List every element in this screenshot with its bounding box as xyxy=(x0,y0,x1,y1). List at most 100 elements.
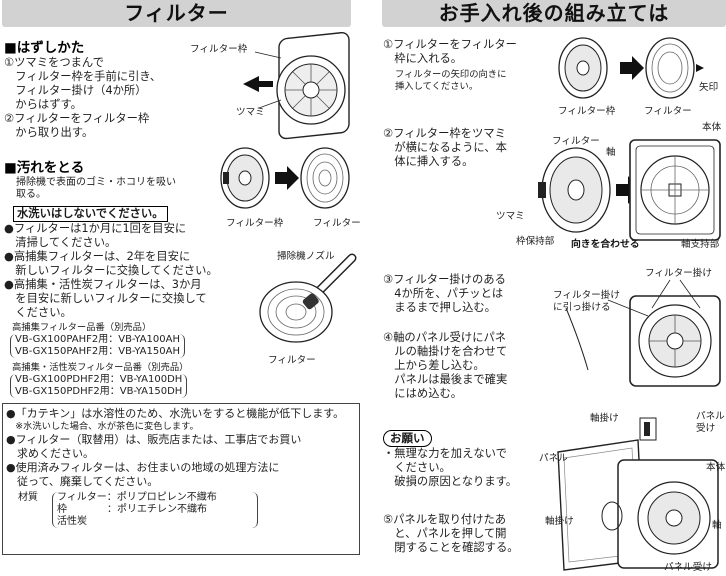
label-filter-hook: フィルター掛け xyxy=(645,268,712,279)
label-panel: パネル xyxy=(539,453,568,464)
step-line: 4か所を、パチッとは xyxy=(383,287,504,300)
dirt-text: 掃除機で表面のゴミ・ホコリを吸い 取る。 xyxy=(16,177,176,201)
panel-attach-illustration xyxy=(557,417,719,571)
label-line: に引っ掛ける xyxy=(553,302,611,313)
step2: ②フィルター枠をツマミ が横になるように、本 体に挿入する。 xyxy=(383,127,507,169)
materials: フィルター：ポリプロピレン不織布 枠 ：ポリエチレン不織布 活性炭 xyxy=(52,492,258,528)
bullet-line: ●高捕集フィルターは、2年を目安に xyxy=(4,250,191,263)
note-line: ※水洗いした場合、水が茶色に変色します。 xyxy=(6,421,199,432)
step-line: が横になるように、本 xyxy=(383,141,507,154)
step-line: ②フィルター枠をツマミ xyxy=(383,127,506,140)
label-knob: ツマミ xyxy=(236,107,265,118)
label-knob-r: ツマミ xyxy=(496,211,525,222)
care-bullets: ●フィルターは1か月に1回を目安に 清掃してください。 ●高捕集フィルターは、2… xyxy=(4,222,218,320)
material-line: フィルター：ポリプロピレン不織布 xyxy=(57,492,217,503)
part-number: VB-GX100PDHF2用：VB-YA100DH xyxy=(15,374,183,385)
label-axis-support: 軸支持部 xyxy=(681,239,720,250)
step-line: 枠に入れる。 xyxy=(383,52,463,65)
label-filter-frame: フィルター枠 xyxy=(190,44,248,55)
label-line: フィルター掛け xyxy=(553,290,620,301)
step-line: ④軸のパネル受けにパネ xyxy=(383,331,507,344)
bullet-line: 清掃してください。 xyxy=(4,236,117,249)
left-title-banner: フィルター xyxy=(2,0,351,27)
request-line: ください。 xyxy=(383,461,451,474)
material-line: 活性炭 xyxy=(57,516,87,527)
step-line: にはめ込む。 xyxy=(383,387,463,400)
remove-heading: ■はずしかた xyxy=(4,40,85,56)
step3: ③フィルター掛けのある 4か所を、パチッとは まるまで押し込む。 xyxy=(383,273,506,315)
label-filter-frame-r: フィルター枠 xyxy=(558,106,616,117)
filter-removal-illustration xyxy=(243,32,350,140)
remove-step-line: ①ツマミをつまんで xyxy=(4,56,104,69)
note-line: ●使用済みフィルターは、お住まいの地域の処理方法に xyxy=(6,461,280,474)
step4: ④軸のパネル受けにパネ ルの軸掛けを合わせて 上から差し込む。 パネルは最後まで… xyxy=(383,331,507,401)
remove-step-line: からはずす。 xyxy=(4,98,82,111)
part-number: VB-GX150PDHF2用：VB-YA150DH xyxy=(15,386,183,397)
material-line: 枠 ：ポリエチレン不織布 xyxy=(57,504,207,515)
parts-a-title: 高捕集フィルター品番（別売品） xyxy=(12,322,152,333)
label-line: 受け xyxy=(696,423,716,434)
remove-step-line: ②フィルターをフィルター枠 xyxy=(4,112,150,125)
label-line: パネル xyxy=(696,411,725,422)
parts-a-list: VB-GX100PAHF2用：VB-YA100AH VB-GX150PAHF2用… xyxy=(10,334,185,358)
bullet-line: ●高捕集・活性炭フィルターは、3か月 xyxy=(4,278,202,291)
remove-step-line: から取り出す。 xyxy=(4,126,94,139)
step-line: ⑤パネルを取り付けたあ xyxy=(383,513,507,526)
note-line: ●フィルター（取替用）は、販売店または、工事店でお買い xyxy=(6,433,302,446)
step5: ⑤パネルを取り付けたあ と、パネルを押して開 閉することを確認する。 xyxy=(383,513,519,555)
notes: ●「カテキン」は水溶性のため、水洗いをすると機能が低下します。 ※水洗いした場合… xyxy=(6,407,344,489)
label-filter-2: フィルター xyxy=(313,218,361,229)
bullet-line: ●フィルターは1か月に1回を目安に xyxy=(4,222,187,235)
label-axis-hook-2: 軸掛け xyxy=(545,516,574,527)
remove-step-line: フィルター掛け（4か所） xyxy=(4,84,147,97)
note-line: 求めください。 xyxy=(6,447,94,460)
right-title: お手入れ後の組み立ては xyxy=(438,1,670,25)
request-line: ・無理な力を加えないで xyxy=(383,447,507,460)
vacuum-cleaning-illustration xyxy=(259,253,357,343)
step-line: ③フィルター掛けのある xyxy=(383,273,506,286)
step-note-line: フィルターの矢印の向きに xyxy=(395,69,507,80)
label-axis-hook-1: 軸掛け xyxy=(590,413,619,424)
right-title-banner: お手入れ後の組み立ては xyxy=(382,0,726,27)
part-number: VB-GX150PAHF2用：VB-YA150AH xyxy=(15,346,180,357)
frame-insert-illustration xyxy=(538,139,721,241)
label-align: 向きを合わせる xyxy=(571,239,640,250)
bullet-line: を目安に新しいフィルターに交換して xyxy=(4,292,207,305)
left-title: フィルター xyxy=(124,1,229,25)
no-wash-warning: 水洗いはしないでください。 xyxy=(13,206,168,222)
label-filter-frame-2: フィルター枠 xyxy=(226,218,284,229)
remove-steps: ①ツマミをつまんで フィルター枠を手前に引き、 フィルター掛け（4か所） からは… xyxy=(4,56,161,140)
step-line: ①フィルターをフィルター xyxy=(383,38,517,51)
filter-separated-illustration xyxy=(220,147,350,209)
step-line: ルの軸掛けを合わせて xyxy=(383,345,508,358)
dirt-heading: ■汚れをとる xyxy=(4,160,85,176)
material-label: 材質 xyxy=(18,492,38,503)
note-line: ●「カテキン」は水溶性のため、水洗いをすると機能が低下します。 xyxy=(6,407,345,420)
label-panel-receiver: パネル 受け xyxy=(696,411,725,435)
step1: ①フィルターをフィルター 枠に入れる。 xyxy=(383,38,517,66)
label-filter-r: フィルター xyxy=(644,106,692,117)
label-filter-b: フィルター xyxy=(552,136,600,147)
label-filter-3: フィルター xyxy=(268,355,316,366)
parts-b-title: 高捕集・活性炭フィルター品番（別売品） xyxy=(12,362,189,373)
bullet-line: ください。 xyxy=(4,306,72,319)
step-line: 上から差し込む。 xyxy=(383,359,485,372)
request-line: 破損の原因となります。 xyxy=(383,475,518,488)
dirt-text-line: 取る。 xyxy=(16,189,46,200)
label-frame-holder: 枠保持部 xyxy=(516,236,555,247)
note-line: 従って、廃棄してください。 xyxy=(6,475,159,488)
notes-frame xyxy=(2,403,360,555)
filter-hook-illustration xyxy=(565,279,721,387)
label-body: 本体 xyxy=(702,122,722,133)
label-hook-to-filter: フィルター掛け に引っ掛ける xyxy=(553,290,620,314)
label-arrow-mark: 矢印 xyxy=(699,82,719,93)
dirt-text-line: 掃除機で表面のゴミ・ホコリを吸い xyxy=(16,177,176,188)
label-vacuum-nozzle: 掃除機ノズル xyxy=(277,251,335,262)
step1-note: フィルターの矢印の向きに 挿入してください。 xyxy=(395,69,506,93)
step-line: 体に挿入する。 xyxy=(383,155,474,168)
request: ・無理な力を加えないで ください。 破損の原因となります。 xyxy=(383,447,517,489)
remove-step-line: フィルター枠を手前に引き、 xyxy=(4,70,162,83)
filter-insert-illustration xyxy=(558,37,704,99)
label-panel-receiver-2: パネル受け xyxy=(664,562,712,573)
step-line: まるまで押し込む。 xyxy=(383,301,496,314)
